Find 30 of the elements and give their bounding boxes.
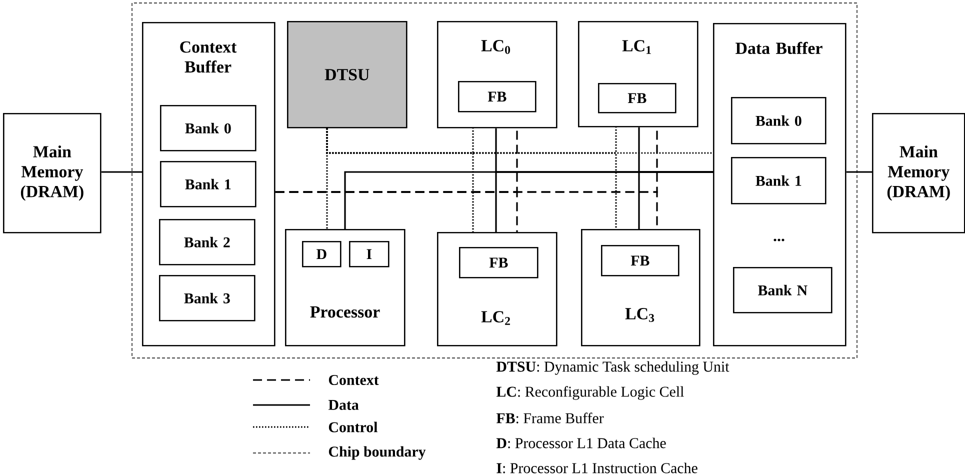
bank-box: Bank N bbox=[733, 267, 832, 314]
key-text: D: Processor L1 Data Cache bbox=[496, 438, 666, 448]
legend-text: Chip boundary bbox=[328, 446, 426, 460]
connector-line bbox=[638, 171, 713, 229]
bank-box: Bank 2 bbox=[159, 218, 256, 266]
ellipsis-text: ... bbox=[774, 238, 784, 242]
bank-box: Bank 0 bbox=[731, 97, 826, 144]
frame-buffer-box: FB bbox=[598, 83, 676, 114]
connector-line bbox=[846, 171, 872, 173]
memory-box: Main Memory (DRAM) bbox=[3, 113, 102, 234]
scheduler-box: DTSU bbox=[287, 21, 408, 128]
key-text: I: Processor L1 Instruction Cache bbox=[496, 462, 698, 474]
connector-line bbox=[101, 171, 142, 173]
key-text: DTSU: Dynamic Task scheduling Unit bbox=[496, 361, 730, 375]
bank-box: Bank 1 bbox=[731, 157, 826, 204]
connector-line bbox=[326, 128, 713, 154]
legend-text: Context bbox=[328, 374, 379, 385]
cache-box: I bbox=[349, 240, 390, 268]
key-text: LC: Reconfigurable Logic Cell bbox=[496, 386, 684, 400]
legend-text: Data bbox=[328, 400, 359, 410]
frame-buffer-box: FB bbox=[458, 81, 536, 112]
bank-box: Bank 1 bbox=[160, 161, 256, 208]
bank-box: Bank 3 bbox=[159, 275, 256, 322]
key-text: FB: Frame Buffer bbox=[496, 412, 604, 424]
frame-buffer-box: FB bbox=[459, 246, 538, 278]
cache-box: D bbox=[302, 240, 342, 268]
frame-buffer-box: FB bbox=[601, 244, 680, 276]
bank-box: Bank 0 bbox=[160, 105, 256, 152]
memory-box: Main Memory (DRAM) bbox=[872, 113, 965, 234]
legend-text: Control bbox=[328, 422, 378, 432]
